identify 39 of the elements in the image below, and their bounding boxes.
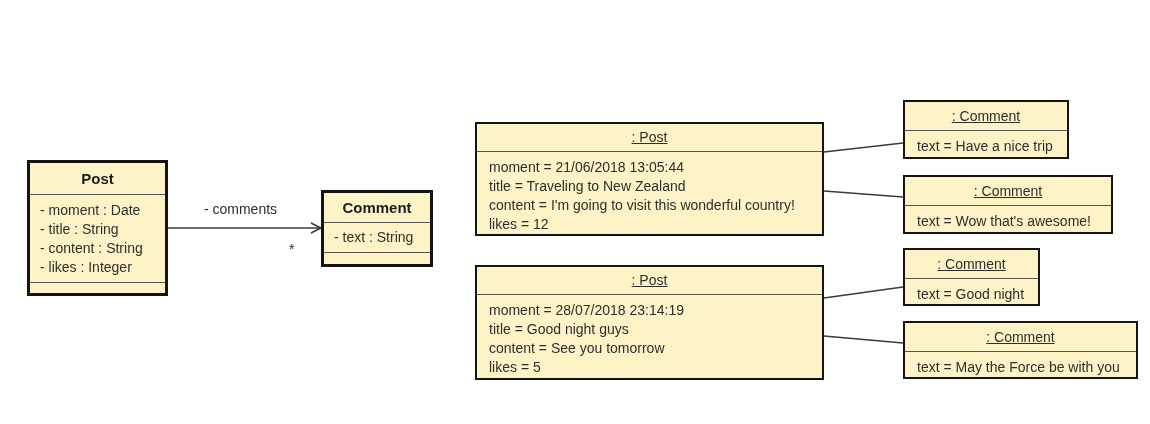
- object-box: [903, 100, 1069, 159]
- class-name: Post: [81, 169, 114, 188]
- association-arrow: [167, 222, 322, 234]
- attribute-text: - content : String: [40, 239, 143, 258]
- attribute-value: likes = 12: [489, 215, 549, 234]
- object-box: [475, 265, 824, 380]
- attribute-value: text = Have a nice trip: [917, 137, 1053, 156]
- attribute-value: text = Good night: [917, 285, 1025, 304]
- attribute-text: - text : String: [334, 228, 414, 247]
- object-name: : Comment: [937, 255, 1006, 273]
- attribute-value: title = Traveling to New Zealand: [489, 177, 686, 196]
- class-box: [321, 190, 433, 267]
- attribute-value: title = Good night guys: [489, 320, 629, 339]
- object-name: : Comment: [973, 182, 1043, 200]
- object-box: [903, 321, 1138, 379]
- object-name: : Comment: [951, 107, 1021, 125]
- object-name: : Post: [631, 272, 668, 289]
- class-name: Comment: [342, 198, 412, 217]
- attribute-value: text = May the Force be with you: [917, 358, 1120, 377]
- object-name: : Post: [631, 129, 668, 146]
- multiplicity-label: *: [289, 242, 295, 256]
- link-line: [823, 142, 904, 153]
- attribute-value: content = I'm going to visit this wonderful country!: [489, 196, 795, 215]
- attribute-value: moment = 21/06/2018 13:05:44: [489, 158, 684, 177]
- attribute-value: moment = 28/07/2018 23:14:19: [489, 301, 684, 320]
- object-box: [903, 175, 1113, 234]
- object-box: [475, 122, 824, 236]
- attribute-text: - likes : Integer: [40, 258, 132, 277]
- link-line: [823, 335, 904, 344]
- attribute-value: text = Wow that's awesome!: [917, 212, 1091, 231]
- attribute-value: content = See you tomorrow: [489, 339, 665, 358]
- attribute-value: likes = 5: [489, 358, 541, 377]
- attribute-text: - title : String: [40, 220, 119, 239]
- class-box: [27, 160, 168, 296]
- attribute-text: - moment : Date: [40, 201, 141, 220]
- object-box: [903, 248, 1040, 306]
- object-name: : Comment: [986, 328, 1055, 346]
- link-line: [823, 190, 904, 198]
- link-line: [823, 286, 904, 299]
